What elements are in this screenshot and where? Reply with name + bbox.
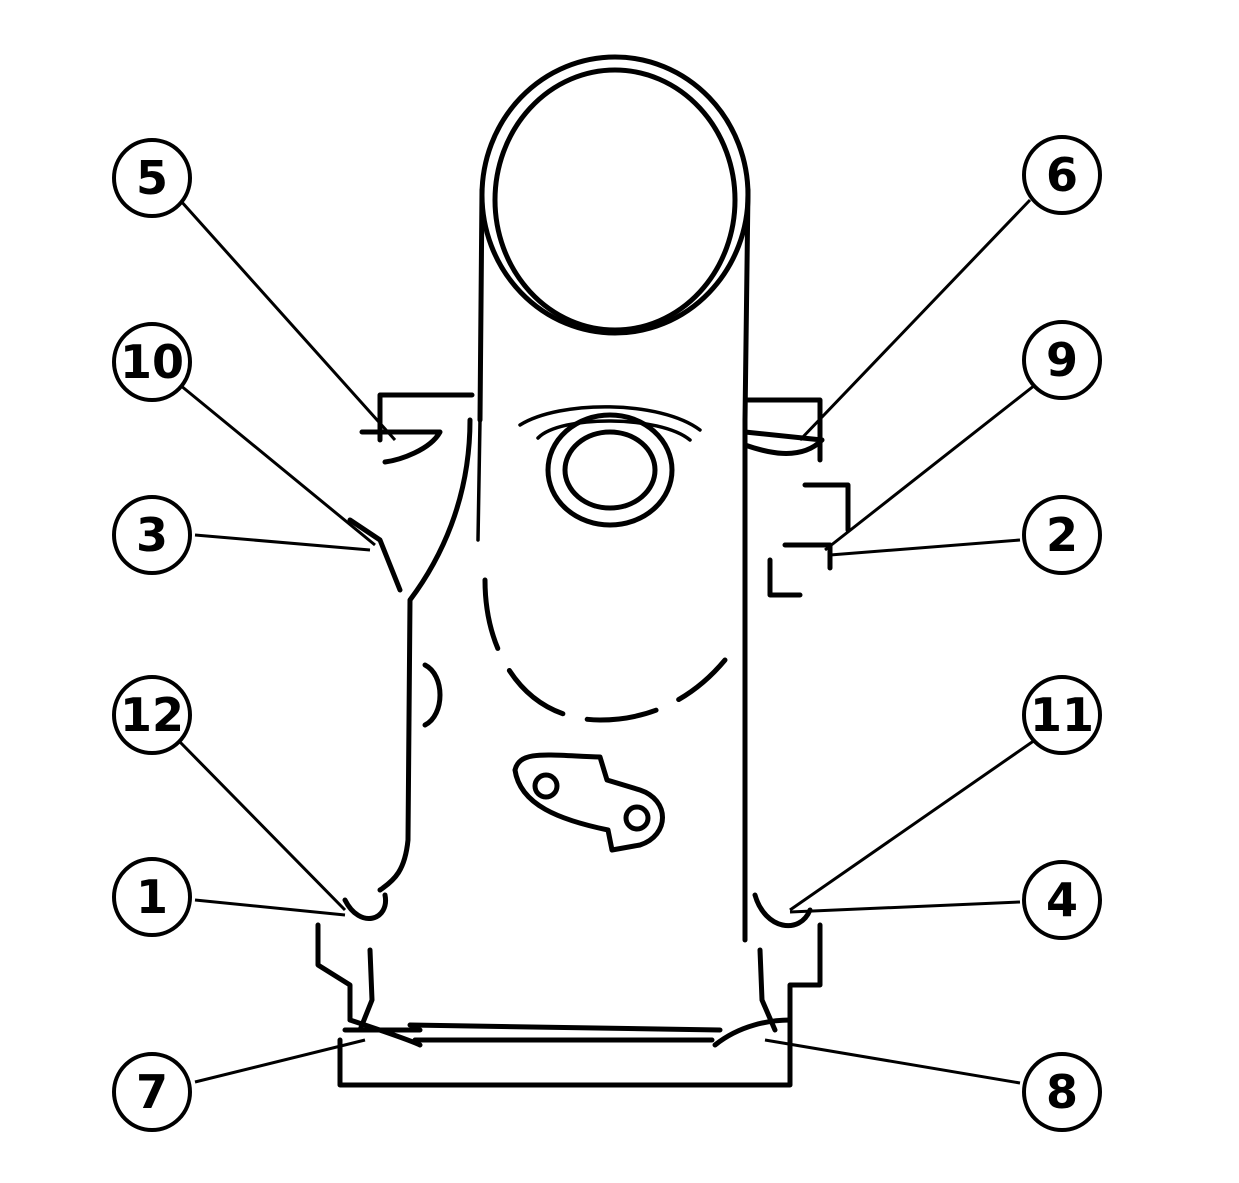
leader-3 [194, 533, 371, 552]
callout-1: 1 [112, 857, 192, 937]
callout-10: 10 [112, 322, 192, 402]
callout-label-9: 9 [1046, 333, 1078, 387]
pipe-body [477, 187, 751, 423]
callout-2: 2 [1022, 495, 1102, 575]
boss-5 [359, 429, 443, 465]
boss-8 [712, 1017, 793, 1048]
callout-8: 8 [1022, 1052, 1102, 1132]
bracket-hole-left [532, 772, 560, 800]
boss-4 [752, 892, 813, 929]
housing-left-side [377, 417, 473, 893]
leader-1 [194, 898, 346, 917]
interior-dashed-contour [482, 577, 728, 723]
leader-4 [789, 900, 1021, 914]
boss-3 [347, 517, 403, 593]
callout-label-5: 5 [136, 151, 168, 205]
boss-6 [742, 429, 825, 456]
callouts: 5 6 10 9 3 2 12 11 [112, 135, 1102, 1132]
leader-5 [178, 198, 397, 442]
center-port-arc [518, 405, 702, 442]
left-bulge [422, 662, 443, 728]
leader-6 [798, 198, 1032, 442]
pipe-inner-end [492, 67, 738, 333]
leader-12 [176, 738, 347, 912]
mount-bracket [512, 752, 665, 853]
boss-2 [782, 542, 833, 571]
boss-1 [342, 892, 388, 921]
callout-3: 3 [112, 495, 192, 575]
callout-label-12: 12 [120, 688, 184, 742]
callout-9: 9 [1022, 320, 1102, 400]
callout-label-7: 7 [136, 1065, 168, 1119]
callout-11: 11 [1022, 675, 1102, 755]
leader-9 [824, 383, 1036, 552]
callout-label-10: 10 [120, 335, 184, 389]
leader-lines [176, 198, 1036, 1085]
callout-label-6: 6 [1046, 148, 1078, 202]
center-port-inner [562, 429, 658, 511]
pipe-outer-end [479, 54, 751, 336]
center-port-outer [545, 412, 675, 528]
callout-6: 6 [1022, 135, 1102, 215]
bottom-edge [407, 1022, 723, 1043]
right-tab [767, 482, 851, 598]
callout-12: 12 [112, 675, 192, 755]
callout-label-2: 2 [1046, 508, 1078, 562]
bottom-flange [337, 1037, 793, 1088]
left-lower-side [315, 922, 375, 1033]
callout-label-4: 4 [1046, 873, 1078, 927]
leader-8 [764, 1038, 1021, 1085]
boss-7 [342, 1017, 423, 1048]
leader-7 [194, 1038, 366, 1084]
callout-4: 4 [1022, 860, 1102, 940]
leader-11 [789, 738, 1036, 912]
callout-label-8: 8 [1046, 1065, 1078, 1119]
callout-label-11: 11 [1030, 688, 1094, 742]
bracket-hole-right [623, 804, 651, 832]
callout-5: 5 [112, 138, 192, 218]
leader-10 [179, 383, 376, 547]
housing-center-line [476, 418, 482, 542]
component-housing [315, 54, 851, 1088]
leader-2 [829, 538, 1021, 557]
callout-label-1: 1 [136, 870, 168, 924]
callout-label-3: 3 [136, 508, 168, 562]
callout-7: 7 [112, 1052, 192, 1132]
